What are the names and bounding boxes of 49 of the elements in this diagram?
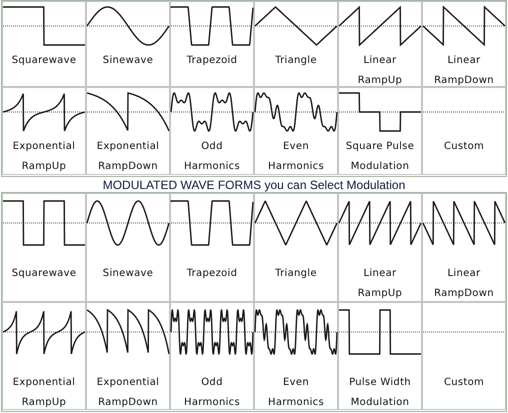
waveform-tile — [338, 302, 422, 410]
waveform-label: Trapezoid — [186, 268, 238, 279]
waveform-label: Odd Harmonics — [184, 377, 240, 408]
waveform-label: Exponential RampDown — [96, 141, 160, 172]
waveform-tile — [2, 193, 86, 302]
waveform-label: Exponential RampDown — [96, 377, 160, 408]
waveform-label: Even Harmonics — [268, 141, 324, 172]
waveform-tile — [170, 1, 254, 87]
waveform-tile — [86, 87, 170, 175]
waveform-label: Exponential RampUp — [12, 141, 76, 172]
waveform-label: Exponential RampUp — [12, 377, 76, 408]
waveform-tile — [2, 87, 86, 175]
waveform-tile — [338, 1, 422, 87]
waveform-tile — [254, 1, 338, 87]
waveform-tile — [86, 193, 170, 302]
waveform-label: Sinewave — [102, 55, 154, 66]
waveform-tile — [86, 1, 170, 87]
waveform-tile — [2, 302, 86, 410]
waveform-tile — [422, 193, 506, 302]
waveform-label: Linear RampUp — [358, 268, 402, 299]
waveform-label: Linear RampDown — [434, 55, 494, 86]
waveform-tile — [254, 193, 338, 302]
waveform-label: Custom — [444, 377, 484, 388]
waveform-tile — [170, 87, 254, 175]
waveform-tile — [422, 302, 506, 410]
waveform-label: Linear RampUp — [358, 55, 402, 86]
waveform-label: Squarewave — [12, 268, 76, 279]
waveform-tile — [422, 87, 506, 175]
waveform-tile — [254, 87, 338, 175]
waveform-label: Trapezoid — [186, 55, 238, 66]
waveform-tile — [170, 302, 254, 410]
waveform-tile — [422, 1, 506, 87]
waveform-label: Custom — [444, 141, 484, 152]
waveform-label: Even Harmonics — [268, 377, 324, 408]
waveform-label: Square Pulse Modulation — [346, 141, 414, 172]
waveform-label: Pulse Width Modulation — [349, 377, 411, 408]
waveform-tile — [254, 302, 338, 410]
waveform-tile — [2, 1, 86, 87]
waveform-label: Linear RampDown — [434, 268, 494, 299]
waveform-tile — [338, 87, 422, 175]
section-heading: MODULATED WAVE FORMS you can Select Modulation — [102, 178, 406, 192]
waveform-label: Squarewave — [12, 55, 76, 66]
waveform-tile — [170, 193, 254, 302]
waveform-tile — [86, 302, 170, 410]
waveform-label: Sinewave — [102, 268, 154, 279]
waveform-tile — [338, 193, 422, 302]
waveform-label: Triangle — [275, 55, 317, 66]
waveform-label: Odd Harmonics — [184, 141, 240, 172]
waveform-label: Triangle — [275, 268, 317, 279]
